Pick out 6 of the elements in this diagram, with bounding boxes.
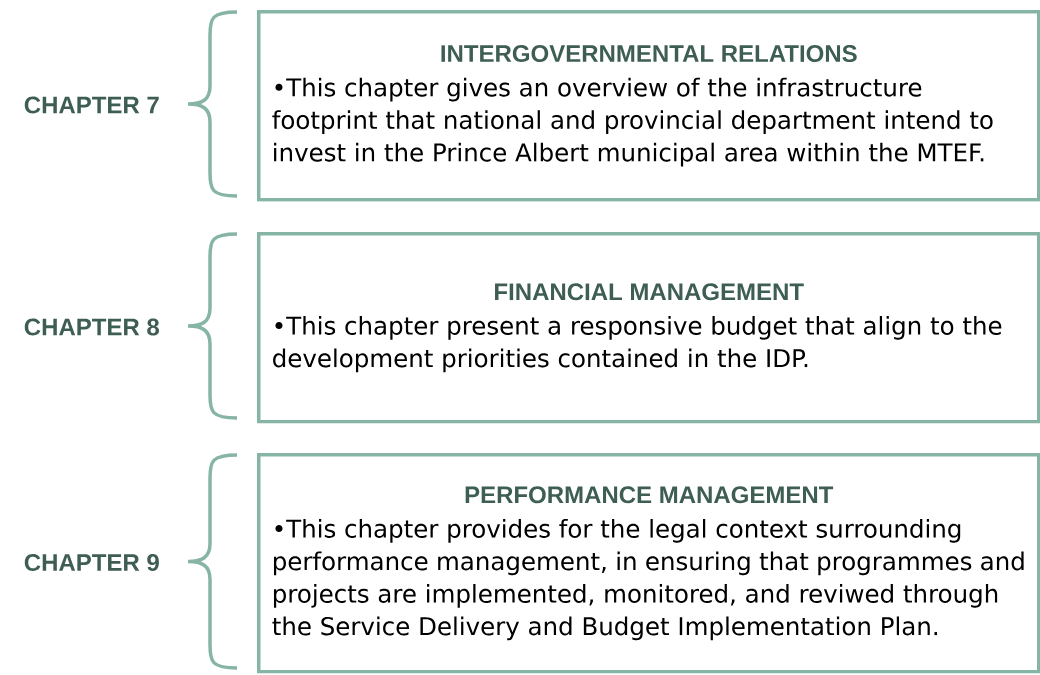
chapter-box: FINANCIAL MANAGEMENT •This chapter present a responsive budget that align to the development priorities contained in the IDP.	[257, 232, 1040, 424]
chapter-label: CHAPTER 9	[24, 554, 159, 571]
chapter-box: INTERGOVERNMENTAL RELATIONS •This chapter gives an overview of the infrastructure footprint that national and provincial department intend to invest in the Prince Albert municipal area within the MTEF.	[257, 10, 1040, 202]
chapter-label: CHAPTER 8	[24, 318, 160, 336]
chapter-label: CHAPTER 7	[24, 96, 159, 114]
chapter-box: PERFORMANCE MANAGEMENT •This chapter provides for the legal context surrounding performance management, in ensuring that programmes and projects are implemented, monitored, and reviwed through the Service Delivery and Budget Implementation Plan.	[257, 453, 1040, 674]
